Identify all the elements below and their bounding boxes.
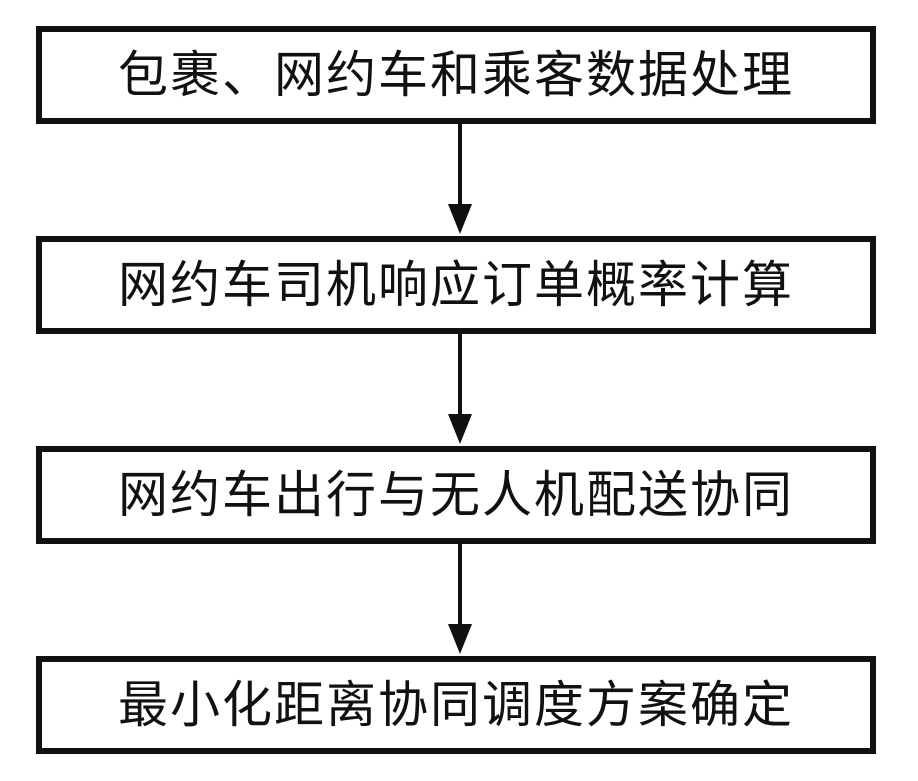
flow-step-3-label: 网约车出行与无人机配送协同 <box>118 470 794 520</box>
flow-step-4-label: 最小化距离协同调度方案确定 <box>118 680 794 730</box>
flow-arrow-1 <box>442 124 478 236</box>
flow-step-1-label: 包裹、网约车和乘客数据处理 <box>118 50 794 100</box>
flow-step-4: 最小化距离协同调度方案确定 <box>36 656 876 754</box>
flow-arrow-2 <box>442 334 478 446</box>
flow-arrow-3 <box>442 544 478 656</box>
flow-step-2-label: 网约车司机响应订单概率计算 <box>118 260 794 310</box>
flow-step-1: 包裹、网约车和乘客数据处理 <box>36 26 876 124</box>
flow-step-3: 网约车出行与无人机配送协同 <box>36 446 876 544</box>
flow-step-2: 网约车司机响应订单概率计算 <box>36 236 876 334</box>
